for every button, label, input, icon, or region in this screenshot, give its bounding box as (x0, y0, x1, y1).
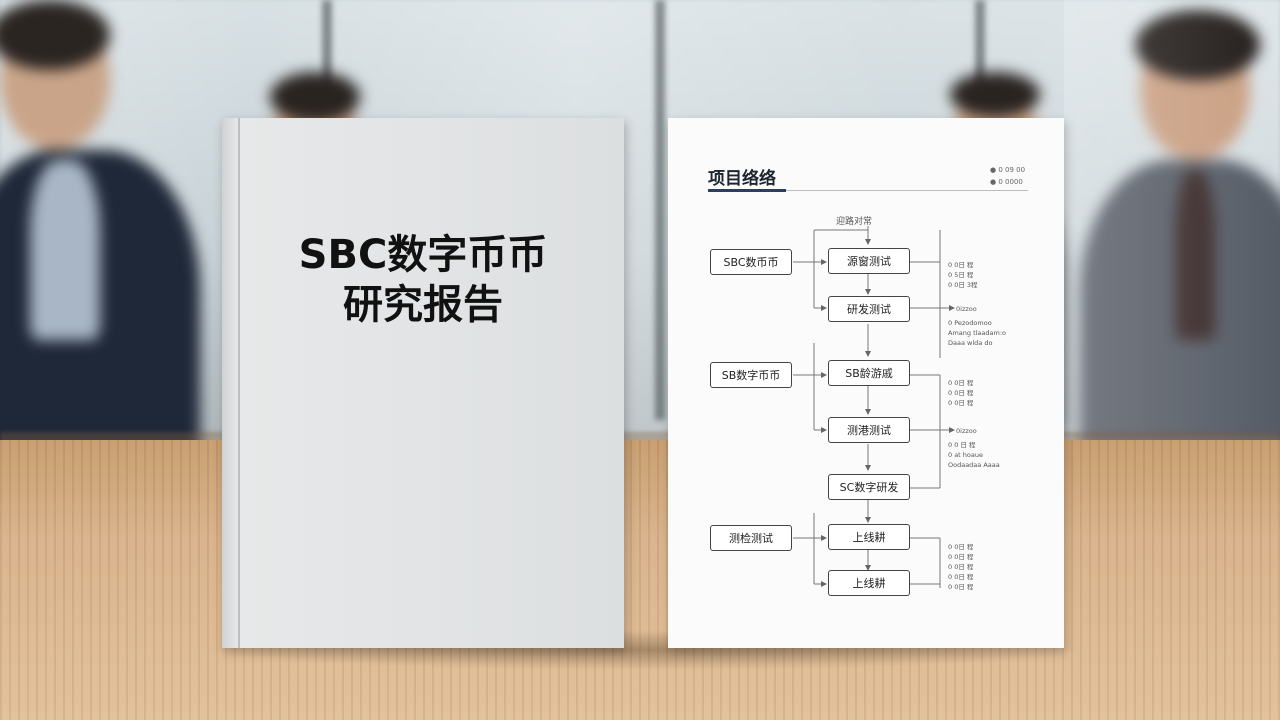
note-group: 0 0 日 程 0 at hoaue Oodaadaa Aaaa (948, 441, 1000, 469)
left-node: 测检测试 (710, 525, 792, 551)
note-arrow-label: 0izzoo (956, 305, 977, 313)
blurred-person-right (1080, 10, 1280, 490)
process-node: 上线耕 (828, 570, 910, 596)
title-divider (708, 190, 1028, 191)
process-node: 研发测试 (828, 296, 910, 322)
left-node: SB数字币币 (710, 362, 792, 388)
booklet-title: SBC数字币币 研究报告 (222, 230, 624, 330)
process-node: 测港测试 (828, 417, 910, 443)
note-group: 0 0日 程 0 5日 程 0 0日 3程 (948, 261, 978, 289)
process-node: SC数字研发 (828, 474, 910, 500)
light-glare (1064, 0, 1280, 440)
report-booklet: SBC数字币币 研究报告 (222, 118, 624, 648)
legend-item: ● 0 09 00 (990, 166, 1026, 174)
title-divider-accent (708, 189, 786, 192)
booklet-title-line1: SBC数字币币 (298, 232, 548, 278)
legend-item: ● 0 0000 (990, 178, 1023, 186)
booklet-title-line2: 研究报告 (343, 282, 503, 328)
process-node: 源窗测试 (828, 248, 910, 274)
blurred-office-wall (0, 0, 1280, 440)
note-group: 0 0日 程 0 0日 程 0 0日 程 (948, 379, 974, 407)
process-node: 上线耕 (828, 524, 910, 550)
blurred-person-left (0, 0, 220, 500)
note-group: 0 Pezodomoo Amang tlaadam:o Daaa wlda do (948, 319, 1007, 347)
note-group: 0 0日 程 0 0日 程 0 0日 程 0 0日 程 0 0日 程 (948, 543, 974, 591)
flowchart-connectors (793, 226, 955, 588)
note-arrow-label: 0izzoo (956, 427, 977, 435)
wooden-table (0, 440, 1280, 720)
window-frame (655, 0, 665, 420)
sheet-title: 项目络络 (708, 169, 776, 189)
flowchart-sheet: 项目络络 ● 0 09 00 ● 0 0000 (668, 118, 1064, 648)
process-node: SB龄游戚 (828, 360, 910, 386)
left-node: SBC数币币 (710, 249, 792, 275)
top-node-label: 迎路对常 (835, 217, 872, 227)
